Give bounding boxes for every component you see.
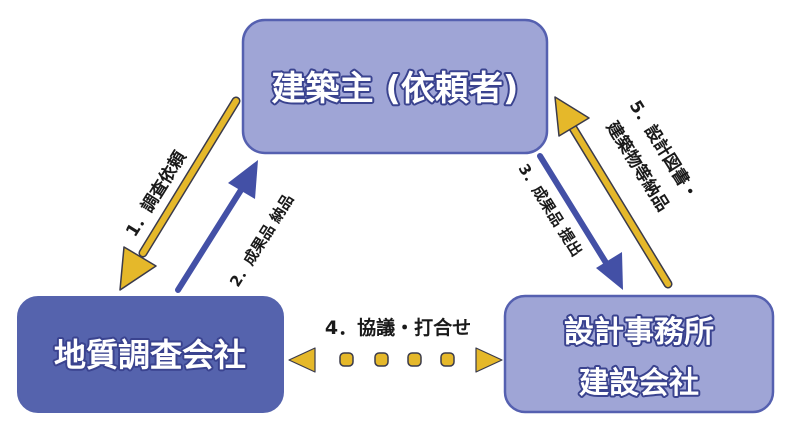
- arrow-3-submit: [537, 153, 623, 290]
- dot: [339, 352, 354, 367]
- arrow-5-deliver-docs: [554, 96, 673, 289]
- design-office-box[interactable]: [503, 294, 775, 414]
- edge-4-label: 4．協議・打合せ: [325, 316, 471, 339]
- dot: [440, 352, 455, 367]
- dot: [407, 352, 422, 367]
- client-box[interactable]: [241, 18, 549, 155]
- arrow-4-consult: [288, 347, 503, 373]
- edge-2-label: 2．成果品 納品: [226, 191, 297, 290]
- right-arrowhead: [475, 347, 503, 373]
- design-office-label-line2: 建設会社: [579, 366, 699, 401]
- arrow-1-request: [119, 96, 241, 291]
- arrow-2-deliver: [175, 160, 258, 293]
- geo-survey-box[interactable]: [17, 296, 284, 413]
- geo-survey-label: 地質調査会社: [54, 336, 246, 374]
- client-label: 建築主 (依頼者): [272, 69, 519, 109]
- dot: [374, 352, 389, 367]
- left-arrowhead: [288, 347, 316, 373]
- design-office-label-line1: 設計事務所: [564, 315, 714, 350]
